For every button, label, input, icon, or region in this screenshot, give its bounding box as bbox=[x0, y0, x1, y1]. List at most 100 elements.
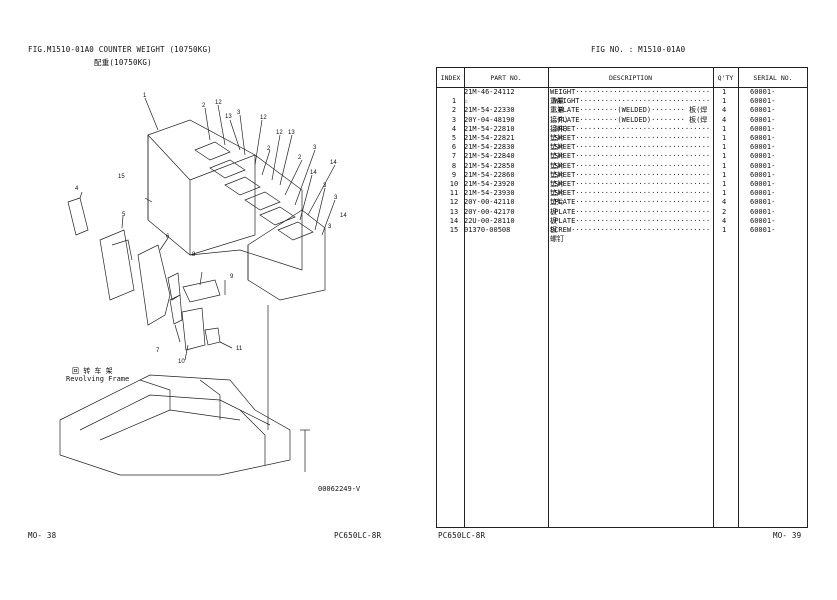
header-qty: Q'TY bbox=[717, 74, 734, 82]
row-description: ..PLATE·········(WELDED)········ 板(焊接件) bbox=[550, 106, 708, 124]
row-index: 11 bbox=[449, 189, 459, 198]
row-description: .SHEET·································垫… bbox=[550, 161, 710, 179]
row-description: .SHEET·································垫… bbox=[550, 143, 710, 161]
row-serial-no: 60001- bbox=[750, 106, 776, 115]
row-qty: 4 bbox=[722, 106, 727, 115]
row-index: 13 bbox=[449, 207, 459, 216]
row-qty: 1 bbox=[722, 143, 727, 152]
table-row: 15 01370-00508 SCREW······················… bbox=[437, 226, 807, 243]
svg-text:12: 12 bbox=[276, 130, 283, 136]
svg-text:8: 8 bbox=[192, 252, 196, 258]
row-index: 8 bbox=[451, 161, 457, 170]
row-index: 4 bbox=[451, 124, 457, 133]
row-serial-no: 60001- bbox=[750, 124, 776, 133]
row-part-no: 21M-54-22330 bbox=[464, 106, 515, 115]
figure-subtitle: 配重(10750KG) bbox=[94, 58, 152, 67]
row-serial-no: 60001- bbox=[750, 97, 776, 106]
row-index: 14 bbox=[449, 216, 459, 225]
svg-text:3: 3 bbox=[334, 195, 338, 201]
row-qty: 1 bbox=[722, 134, 727, 142]
row-index: 7 bbox=[451, 152, 457, 161]
row-serial-no: 60001- bbox=[750, 189, 776, 198]
row-index: 1 bbox=[451, 97, 457, 106]
row-qty: 1 bbox=[722, 124, 727, 133]
row-part-no: 01370-00508 bbox=[464, 226, 511, 234]
row-serial-no: 60001- bbox=[750, 216, 776, 225]
row-part-no: 20Y-00-42170 bbox=[464, 207, 515, 216]
row-qty: 1 bbox=[722, 161, 727, 170]
row-part-no: 21M-54-22810 bbox=[464, 124, 515, 133]
row-qty: 1 bbox=[722, 189, 727, 198]
svg-text:3: 3 bbox=[313, 145, 317, 151]
row-index: 15 bbox=[449, 226, 459, 234]
row-serial-no: 60001- bbox=[750, 170, 776, 179]
svg-text:2: 2 bbox=[298, 155, 302, 161]
row-part-no: 21M-54-22830 bbox=[464, 143, 515, 152]
svg-text:13: 13 bbox=[225, 114, 232, 120]
footer-model-left: PC650LC-8R bbox=[334, 531, 382, 540]
row-index: 5 bbox=[451, 134, 457, 142]
svg-text:7: 7 bbox=[156, 348, 160, 354]
row-qty: 1 bbox=[722, 152, 727, 161]
row-index: 3 bbox=[451, 115, 457, 124]
svg-text:12: 12 bbox=[260, 115, 267, 121]
row-qty: 4 bbox=[722, 115, 727, 124]
row-description: .PLATE··································… bbox=[550, 198, 710, 216]
row-description: .PLATE··································… bbox=[550, 216, 710, 234]
row-serial-no: 60001- bbox=[750, 88, 776, 96]
row-part-no: 21M-46-24112 bbox=[464, 88, 515, 96]
row-part-no: 21M-54-22860 bbox=[464, 170, 515, 179]
svg-text:11: 11 bbox=[236, 346, 243, 352]
footer-page-left: MO- 38 bbox=[28, 531, 57, 540]
svg-text:3: 3 bbox=[323, 183, 327, 189]
row-qty: 4 bbox=[722, 198, 727, 207]
row-qty: 1 bbox=[722, 97, 727, 106]
header-part-no: PART NO. bbox=[490, 74, 522, 82]
figure-title: FIG.M1510-01A0 COUNTER WEIGHT (10750KG) bbox=[28, 45, 212, 54]
header-serial-no: SERIAL NO. bbox=[753, 74, 793, 82]
svg-text:13: 13 bbox=[288, 130, 295, 136]
row-description: .SHEET·································垫… bbox=[550, 170, 710, 188]
table-row: 7 21M-54-22840 .SHEET·····················… bbox=[437, 152, 807, 169]
row-index: 9 bbox=[451, 170, 457, 179]
svg-text:14: 14 bbox=[340, 213, 347, 219]
row-qty: 1 bbox=[722, 170, 727, 179]
footer-page-right: MO- 39 bbox=[773, 531, 802, 540]
row-part-no: 21M-54-22840 bbox=[464, 152, 515, 161]
row-serial-no: 60001- bbox=[750, 226, 776, 234]
row-serial-no: 60001- bbox=[750, 207, 776, 216]
row-description: .SHEET·································垫… bbox=[550, 152, 710, 170]
row-description: WEIGHT·································重… bbox=[550, 88, 710, 106]
row-part-no: 21M-54-23920 bbox=[464, 180, 515, 188]
row-qty: 1 bbox=[722, 226, 727, 234]
row-part-no: ☆ bbox=[464, 97, 469, 106]
row-index: 12 bbox=[449, 198, 459, 207]
row-serial-no: 60001- bbox=[750, 161, 776, 170]
table-row: 1☆.WEIGHT·······························… bbox=[437, 97, 807, 114]
fig-number: FIG NO. : M1510-01A0 bbox=[591, 45, 686, 54]
row-serial-no: 60001- bbox=[750, 180, 776, 188]
header-index: INDEX bbox=[440, 74, 461, 82]
row-description: .SHEET·································垫… bbox=[550, 134, 710, 152]
svg-text:2: 2 bbox=[202, 103, 206, 109]
footer-model-right: PC650LC-8R bbox=[438, 531, 486, 540]
row-qty: 2 bbox=[722, 207, 727, 216]
svg-text:10: 10 bbox=[178, 359, 185, 365]
table-row: 21M-46-24112 WEIGHT······················… bbox=[437, 88, 807, 105]
svg-text:2: 2 bbox=[267, 146, 271, 152]
row-serial-no: 60001- bbox=[750, 152, 776, 161]
row-part-no: 20Y-04-48190 bbox=[464, 115, 515, 124]
header-description: DESCRIPTION bbox=[608, 74, 653, 82]
row-part-no: 21M-54-22821 bbox=[464, 134, 515, 142]
svg-text:4: 4 bbox=[75, 186, 79, 192]
row-description: SCREW·································螺钉 bbox=[550, 226, 710, 244]
row-qty: 1 bbox=[722, 180, 727, 188]
